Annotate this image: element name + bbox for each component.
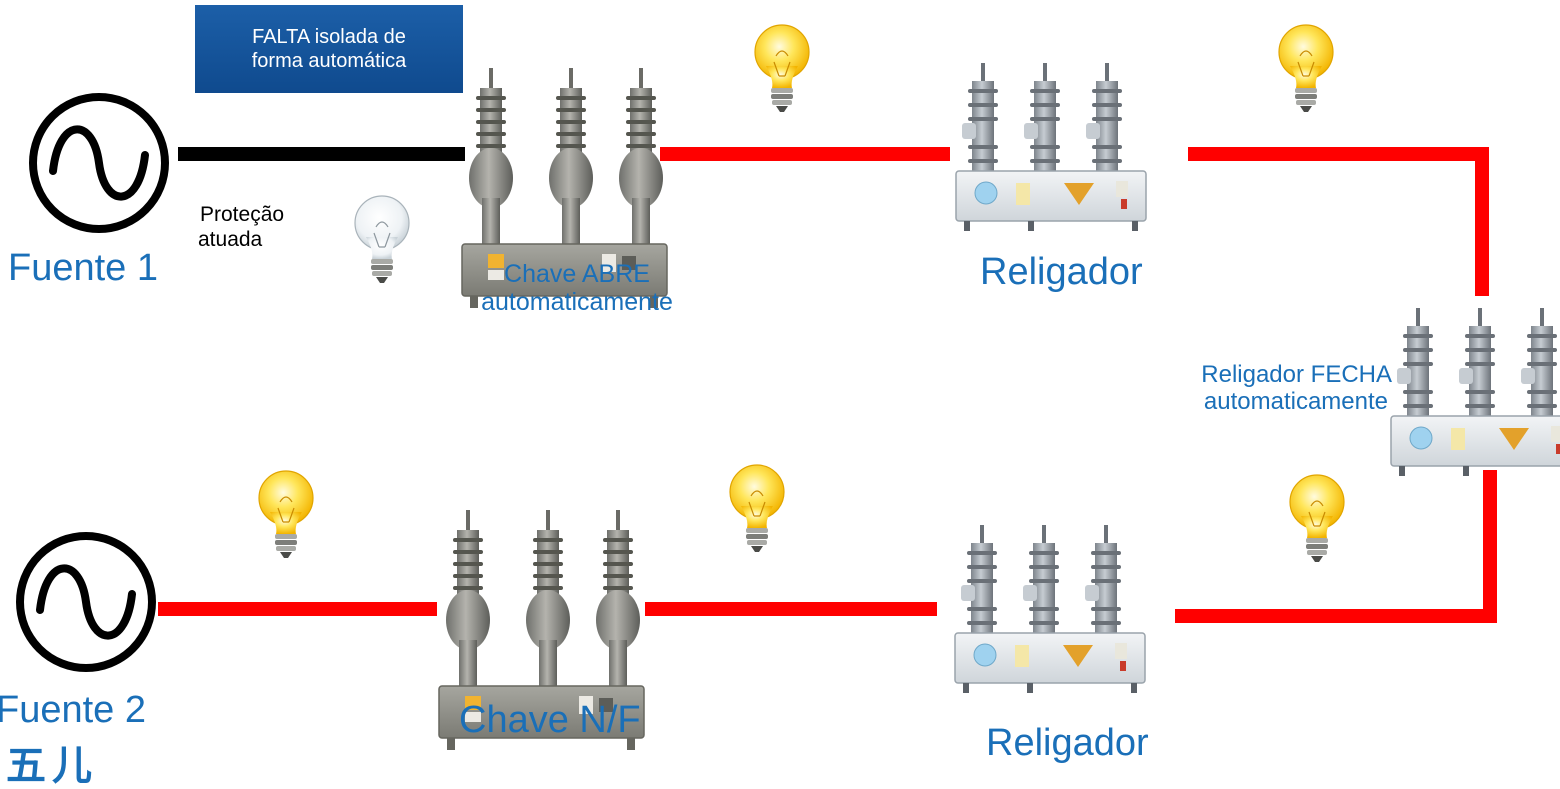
switch-bottom-label: Chave N/F [459, 699, 641, 741]
lightbulb-on-icon [1289, 474, 1345, 563]
feeder-line-top-2 [1188, 147, 1489, 296]
lightbulb-on-icon [729, 464, 785, 553]
banner-line-2: forma automática [251, 50, 407, 72]
recloser-bottom-label: Religador [986, 722, 1149, 764]
lightbulb-on-icon [1278, 24, 1334, 113]
recloser-right-line-1: Religador FECHA [1201, 361, 1392, 388]
recloser-icon[interactable] [1390, 307, 1560, 477]
protection-label: Proteção atuada [198, 202, 285, 252]
recloser-top-label: Religador [980, 251, 1143, 293]
feeder-line-right [1175, 470, 1497, 623]
protection-line-1: Proteção [200, 203, 285, 226]
ac-source-icon [33, 97, 165, 229]
partial-glyphs: 五儿 [6, 744, 98, 788]
lightbulb-off-icon [354, 195, 410, 284]
lightbulb-on-icon [258, 470, 314, 559]
lightbulb-on-icon [754, 24, 810, 113]
switch-top-line-2: automaticamente [481, 288, 673, 316]
recloser-icon[interactable] [954, 524, 1146, 694]
recloser-icon[interactable] [955, 62, 1147, 232]
source-2-label: Fuente 2 [0, 689, 146, 731]
recloser-right-label: Religador FECHA automaticamente [1140, 361, 1392, 416]
recloser-right-line-2: automaticamente [1203, 387, 1388, 415]
network-diagram [0, 24, 1560, 751]
source-1-label: Fuente 1 [8, 247, 158, 289]
protection-line-2: atuada [198, 228, 263, 252]
switch-top-label: Chave ABRE automaticamente [456, 260, 698, 316]
banner-line-1: FALTA isolada de [252, 25, 406, 48]
fault-isolated-banner: FALTA isolada de forma automática [195, 5, 463, 93]
ac-source-icon [20, 536, 152, 668]
switch-top-line-1: Chave ABRE [504, 260, 650, 288]
